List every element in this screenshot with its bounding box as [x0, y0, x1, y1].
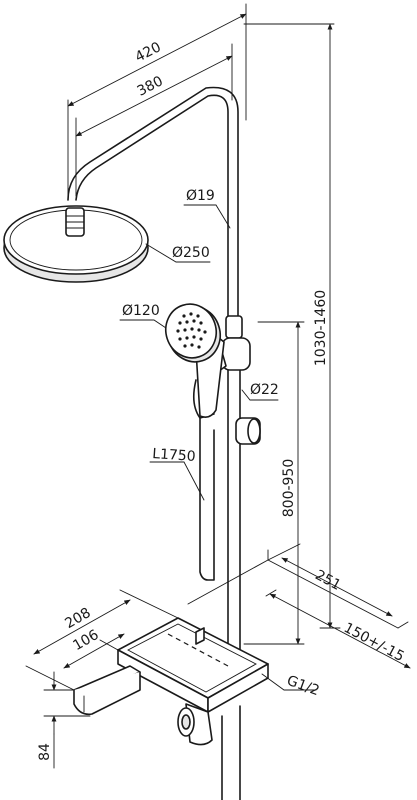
dimension-84: 84	[37, 671, 91, 769]
thermostatic-mixer	[117, 617, 269, 800]
dimension-106: 106	[63, 627, 125, 669]
dim-label-1030-1460: 1030-1460	[313, 290, 329, 366]
dimension-hose-length: L1750	[149, 446, 205, 501]
dimension-251: 251	[267, 543, 409, 629]
spray-nozzles	[176, 312, 207, 349]
dim-label-hose-length: L1750	[152, 446, 196, 465]
dimension-1030-1460: 1030-1460	[243, 23, 341, 629]
dimension-thread: G1/2	[261, 673, 322, 699]
dim-label-pipe-diameter: Ø19	[186, 188, 215, 204]
dim-label-800-950: 800-950	[281, 459, 297, 518]
dim-label-420: 420	[133, 39, 164, 65]
dim-label-208: 208	[62, 605, 93, 632]
slide-bar	[225, 315, 261, 661]
dimension-head-diameter: Ø250	[145, 243, 211, 263]
dimension-pipe-diameter: Ø19	[183, 188, 231, 229]
hand-shower	[165, 303, 225, 418]
dim-label-thread: G1/2	[285, 673, 322, 699]
dim-label-251: 251	[312, 567, 343, 594]
dimension-380: 380	[75, 43, 233, 197]
dim-label-380: 380	[135, 73, 166, 99]
shower-hose	[199, 417, 215, 581]
dim-label-head-diameter: Ø250	[172, 245, 210, 261]
dimension-150: 150+/-15	[265, 589, 411, 669]
dimension-bar-diameter: Ø22	[241, 382, 279, 401]
dim-label-84: 84	[37, 743, 53, 761]
dim-label-bar-diameter: Ø22	[250, 382, 279, 398]
dimension-hand-diameter: Ø120	[119, 303, 167, 329]
rain-shower-head	[3, 205, 149, 283]
bath-spout	[73, 665, 141, 716]
dim-label-150: 150+/-15	[341, 620, 407, 665]
dim-label-hand-diameter: Ø120	[122, 303, 160, 319]
wall-outline	[187, 549, 399, 629]
dimension-420: 420	[67, 3, 247, 201]
